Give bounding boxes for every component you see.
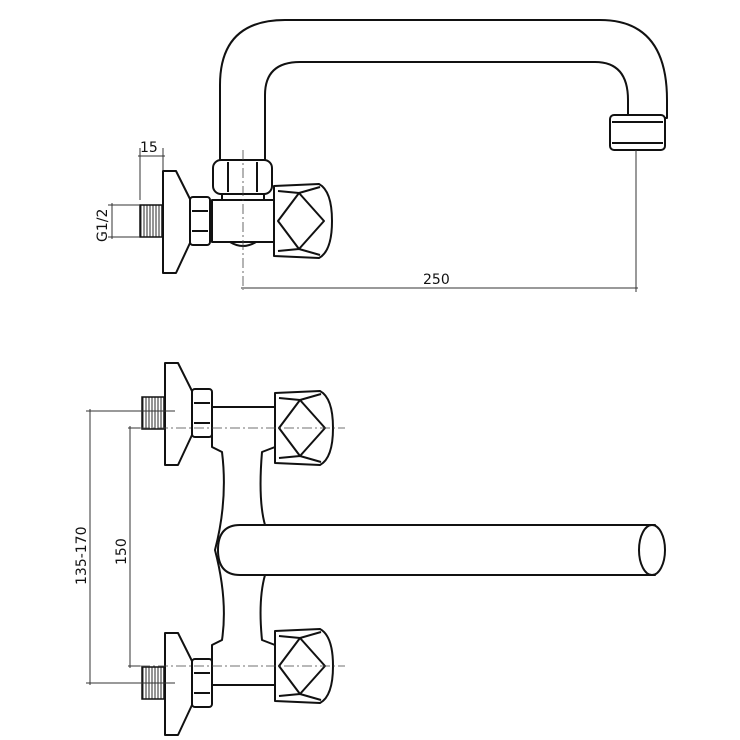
spout-pipe xyxy=(219,19,668,166)
front-view: 135-170 150 xyxy=(74,362,666,736)
dim-thread-size: G1/2 xyxy=(95,209,111,242)
dim-thread-length: 15 xyxy=(140,140,158,156)
handle-knob xyxy=(273,183,333,259)
dim-spout-reach: 250 xyxy=(423,272,450,288)
swivel-nut xyxy=(212,159,273,195)
spout-aerator xyxy=(609,114,666,151)
dim-center-range: 135-170 xyxy=(74,527,90,586)
swivel-spout xyxy=(217,524,661,576)
upper-inlet-connector xyxy=(141,362,213,466)
lower-inlet-connector xyxy=(141,632,213,736)
inlet-connector xyxy=(139,170,211,274)
top-view: 15 G1/2 250 xyxy=(95,19,668,292)
dim-center-nominal: 150 xyxy=(114,538,130,565)
